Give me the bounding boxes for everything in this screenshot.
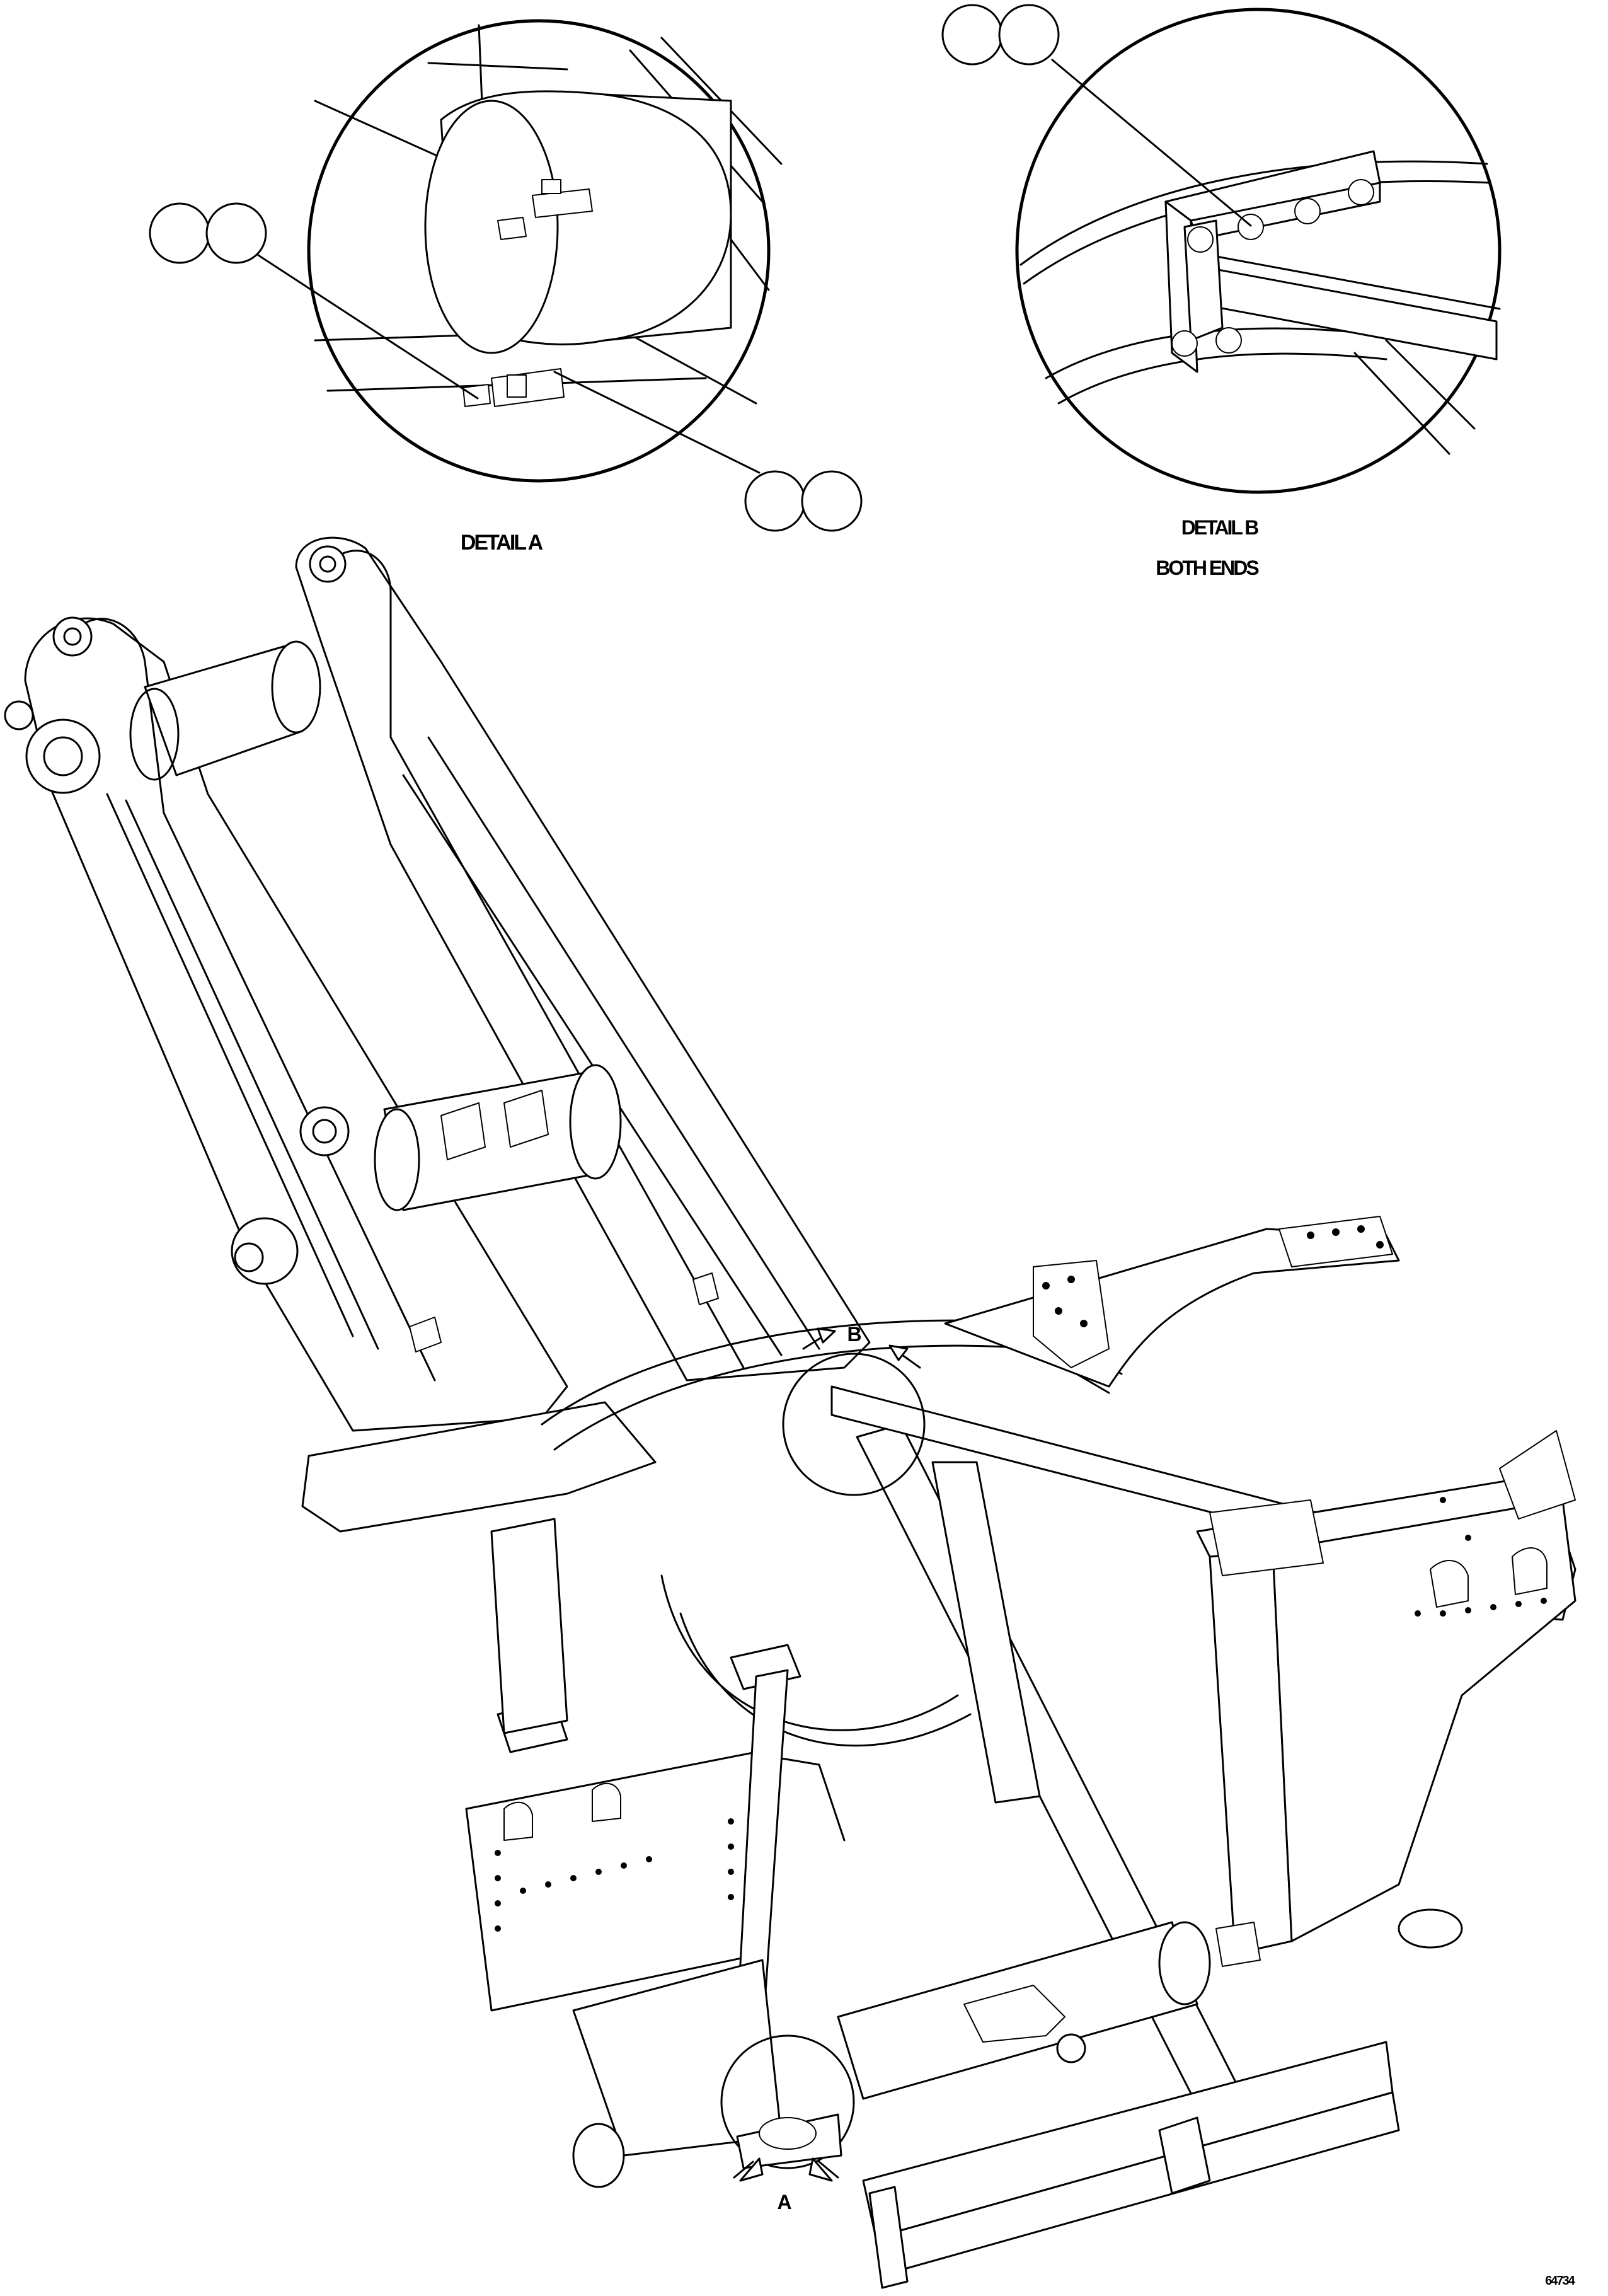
callout-detail-a-upper-2 [205,202,267,264]
figure-number: 64734 [1545,2274,1575,2288]
bottom-cross-members [837,1921,1400,2289]
diagonal-strut-inner [931,1461,1041,1804]
loader-arm-right-beam [295,536,871,1382]
middle-cross-tube [374,1064,622,1211]
callout-detail-a-lower-1 [744,470,806,532]
left-box-frame [465,1518,801,2188]
detail-a-lower-leader [553,371,761,474]
right-side-frame [1196,1430,1576,1967]
detail-a-view: DETAIL A [149,19,863,555]
callout-detail-b-1 [941,4,1003,66]
detail-a-locator: A [720,2034,855,2213]
marker-a-text: A [777,2191,791,2213]
callout-detail-b-2 [998,4,1060,66]
detail-a-locator-circle [720,2034,855,2169]
main-frame-assembly: B A [4,536,1576,2289]
detail-b-locator: B [782,1323,926,1496]
detail-b-locator-circle [782,1353,926,1496]
detail-a-contents [314,24,783,407]
marker-b-text: B [847,1323,861,1346]
left-wing-plate [301,1401,657,1533]
detail-b-note: BOTH ENDS [1156,557,1259,579]
callout-detail-a-upper-1 [149,202,210,264]
detail-b-circle [1015,8,1502,494]
detail-b-view: DETAIL B BOTH ENDS [941,4,1502,579]
detail-a-circle [307,19,771,483]
detail-b-leader [1051,59,1252,227]
callout-detail-a-lower-2 [801,470,863,532]
loader-arm-left-beam [4,616,568,1432]
detail-b-caption: DETAIL B [1181,516,1258,539]
detail-b-contents [1019,150,1501,455]
detail-a-caption: DETAIL A [461,531,543,555]
bolt-hole-patterns [495,1225,1547,1932]
detail-a-upper-leader [257,254,479,400]
